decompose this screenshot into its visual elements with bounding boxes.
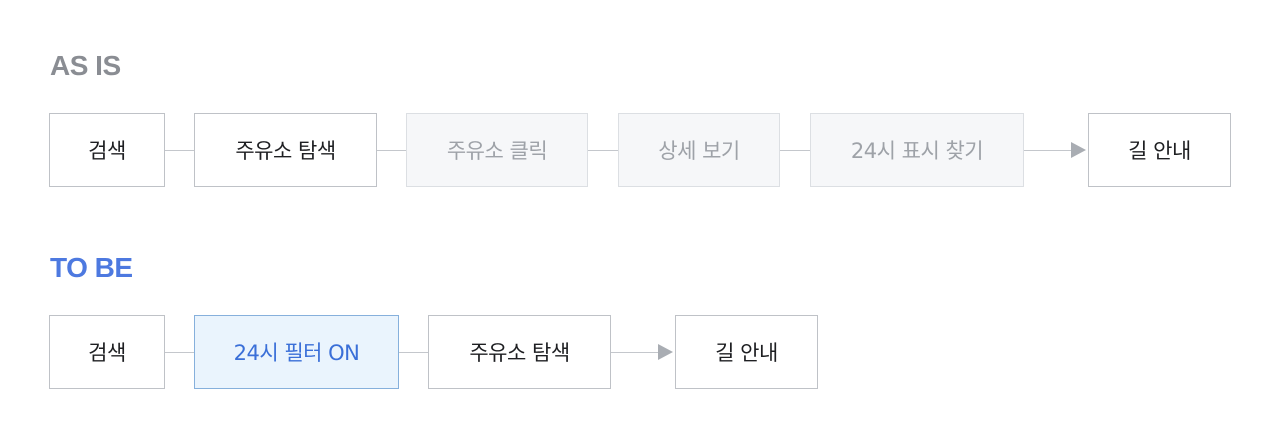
as-is-title: AS IS <box>50 50 121 81</box>
as-is-connector-4 <box>780 150 810 151</box>
as-is-arrowhead <box>1071 142 1086 158</box>
to-be-step-search: 검색 <box>49 315 165 389</box>
as-is-step-navigation: 길 안내 <box>1088 113 1231 187</box>
to-be-connector-1 <box>165 352 195 353</box>
as-is-step-find-24h-label: 24시 표시 찾기 <box>810 113 1024 187</box>
to-be-step-explore-stations: 주유소 탐색 <box>428 315 611 389</box>
as-is-arrow-line <box>1024 150 1072 151</box>
to-be-arrowhead <box>658 344 673 360</box>
as-is-step-explore-stations: 주유소 탐색 <box>194 113 377 187</box>
as-is-connector-2 <box>377 150 407 151</box>
as-is-connector-1 <box>165 150 195 151</box>
as-is-step-click-station: 주유소 클릭 <box>406 113 588 187</box>
as-is-step-search: 검색 <box>49 113 165 187</box>
to-be-connector-2 <box>399 352 429 353</box>
as-is-connector-3 <box>588 150 618 151</box>
to-be-step-navigation: 길 안내 <box>675 315 818 389</box>
to-be-step-24h-filter: 24시 필터 ON <box>194 315 399 389</box>
to-be-arrow-line <box>611 352 659 353</box>
to-be-title: TO BE <box>50 252 133 283</box>
as-is-step-view-details: 상세 보기 <box>618 113 780 187</box>
